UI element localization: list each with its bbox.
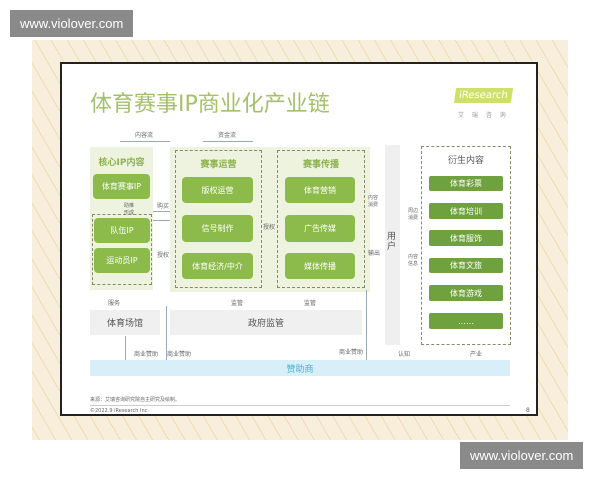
logo-subtitle: 艾 瑞 咨 询 — [458, 112, 509, 119]
derived-item-training[interactable]: 体育培训 — [429, 203, 503, 219]
copyright: ©2022.9 iResearch Inc. — [90, 408, 149, 414]
broadcast-title: 赛事传播 — [302, 160, 339, 170]
watermark-bottom: www.violover.com — [460, 442, 584, 469]
label-boost: 助推形成 — [124, 203, 135, 216]
sponsor-label: 赞助商 — [286, 364, 314, 375]
label-license-1: 授权 — [157, 252, 170, 259]
line-sponsor-venue — [125, 336, 126, 360]
watermark-top: www.violover.com — [10, 10, 134, 37]
legend-content-flow: 内容流 — [135, 132, 154, 139]
line-sponsor-core — [166, 306, 167, 360]
label-content-info: 内容信息 — [408, 254, 419, 267]
derived-item-apparel[interactable]: 体育服饰 — [429, 230, 503, 246]
label-supervise-2: 监管 — [304, 300, 317, 307]
label-content-consume: 内容消费 — [368, 195, 379, 208]
ops-panel — [175, 150, 262, 288]
user-label: 用户 — [387, 232, 397, 252]
core-item-team-ip[interactable]: 队伍IP — [94, 218, 150, 243]
broadcast-panel — [277, 150, 365, 288]
gov-box: 政府监管 — [170, 310, 362, 335]
derived-item-lottery[interactable]: 体育彩票 — [429, 176, 503, 191]
derived-item-tourism[interactable]: 体育文旅 — [429, 258, 503, 273]
label-buy: 购买 — [157, 203, 170, 210]
core-item-event-ip[interactable]: 体育赛事IP — [93, 174, 150, 199]
ops-item-agency[interactable]: 体育经济/中介 — [182, 253, 253, 279]
broadcast-item-ads[interactable]: 广告传媒 — [285, 215, 355, 242]
venue-box: 体育场馆 — [90, 310, 160, 335]
label-sponsor-2: 商业赞助 — [167, 351, 192, 358]
label-service: 服务 — [108, 300, 121, 307]
logo-text: iResearch — [458, 90, 509, 101]
ops-title: 赛事运营 — [200, 160, 237, 170]
broadcast-item-media[interactable]: 媒体传播 — [285, 253, 355, 279]
source-note: 来源：艾瑞咨询研究院自主研究及绘制。 — [90, 397, 181, 403]
label-sponsor-1: 商业赞助 — [134, 351, 159, 358]
label-cognition: 认知 — [398, 351, 411, 358]
iresearch-logo: iResearch — [453, 88, 513, 103]
page-number: 8 — [526, 407, 530, 414]
broadcast-item-marketing[interactable]: 体育营销 — [285, 177, 355, 203]
arrow-license — [153, 220, 175, 221]
label-peripheral: 周边消费 — [408, 208, 419, 221]
derived-panel — [421, 146, 511, 345]
sponsor-band: 赞助商 — [90, 360, 510, 376]
footer-divider — [90, 405, 510, 406]
core-ip-subgroup — [92, 214, 152, 285]
ops-item-signal[interactable]: 信号制作 — [182, 215, 253, 242]
label-supervise-1: 监管 — [231, 300, 244, 307]
label-output: 输出 — [368, 250, 381, 257]
user-column — [385, 145, 400, 345]
arrow-money-flow — [203, 141, 253, 142]
derived-item-games[interactable]: 体育游戏 — [429, 285, 503, 301]
line-sponsor-broadcast — [366, 290, 367, 360]
label-license-2: 授权 — [263, 224, 276, 231]
legend-money-flow: 资金流 — [218, 132, 237, 139]
derived-item-more[interactable]: …… — [429, 313, 503, 329]
core-item-athlete-ip[interactable]: 运动员IP — [94, 248, 150, 273]
derived-title: 衍生内容 — [447, 156, 484, 166]
arrow-buy — [153, 211, 175, 212]
label-sponsor-3: 商业赞助 — [339, 349, 364, 356]
label-industry: 产业 — [470, 351, 483, 358]
arrow-content-flow — [120, 141, 170, 142]
diagram-title: 体育赛事IP商业化产业链 — [90, 92, 330, 117]
core-ip-title: 核心IP内容 — [98, 158, 145, 168]
ops-item-copyright[interactable]: 版权运营 — [182, 177, 253, 203]
